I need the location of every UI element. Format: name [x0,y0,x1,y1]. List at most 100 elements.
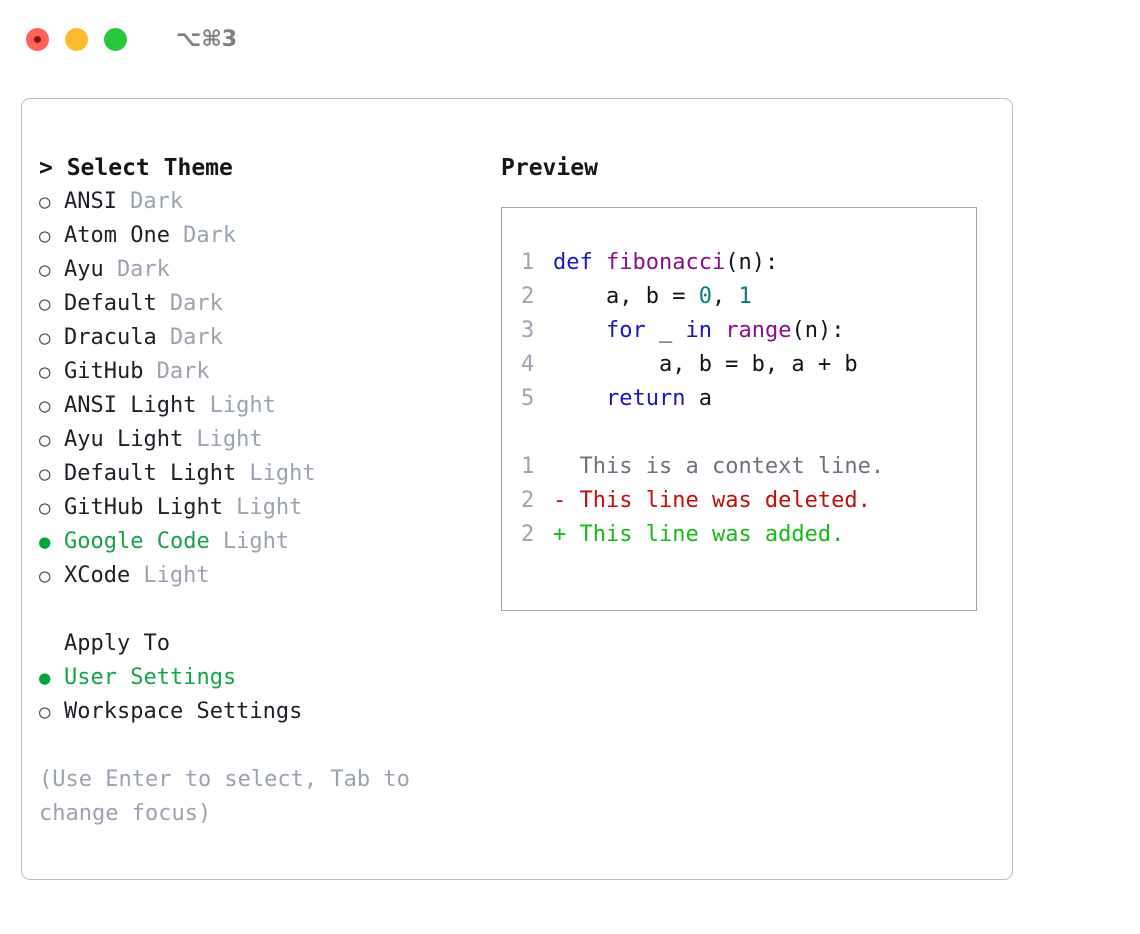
theme-option-label: Google Code [64,529,210,554]
code-diff-spacer [521,416,884,450]
diff-marker: - [553,488,580,513]
minimize-window-button[interactable] [65,27,88,51]
code-token-kw: return [553,386,699,411]
line-number: 2 [521,488,535,513]
radio-unselected-icon: ○ [39,565,51,587]
line-number: 2 [521,284,535,309]
radio-unselected-icon: ○ [39,361,51,383]
code-line: 4 a, b = b, a + b [521,348,884,382]
maximize-window-button[interactable] [104,27,127,51]
code-token-fn: range [725,318,792,343]
theme-option-xcode[interactable]: ○ XCode Light [39,559,479,593]
diff-marker [553,450,580,484]
radio-unselected-icon: ○ [39,701,51,723]
diff-line-added: 2 + This line was added. [521,518,884,552]
diff-line-text: This is a context line. [579,454,885,479]
radio-unselected-icon: ○ [39,497,51,519]
theme-variant-tag: Light [143,563,210,588]
theme-variant-tag: Light [196,427,263,452]
line-number: 1 [521,250,535,275]
theme-option-ayu[interactable]: ○ Ayu Dark [39,253,479,287]
line-number: 5 [521,386,535,411]
radio-unselected-icon: ○ [39,463,51,485]
theme-option-default-light[interactable]: ○ Default Light Light [39,457,479,491]
theme-variant-tag: Dark [116,257,170,282]
theme-option-ansi-light[interactable]: ○ ANSI Light Light [39,389,479,423]
diff-line-text: This line was deleted. [579,488,871,513]
code-token-punc: (n): [725,250,779,275]
theme-variant-tag: Dark [183,223,237,248]
theme-option-dracula[interactable]: ○ Dracula Dark [39,321,479,355]
keyboard-shortcut-label: ⌥⌘3 [176,26,238,52]
radio-unselected-icon: ○ [39,259,51,281]
code-line: 5 return a [521,382,884,416]
traffic-light-group [26,27,127,51]
theme-option-label: ANSI [64,189,117,214]
theme-variant-tag: Light [222,529,290,554]
diff-line-context: 1 This is a context line. [521,450,884,484]
code-line-text: return a [553,382,712,416]
apply-to-option-workspace-settings[interactable]: ○ Workspace Settings [39,695,479,729]
radio-unselected-icon: ○ [39,225,51,247]
preview-heading: Preview [501,155,598,181]
radio-unselected-icon: ○ [39,327,51,349]
radio-unselected-icon: ○ [39,395,51,417]
code-token-punc: , [711,284,739,309]
apply-to-option-user-settings[interactable]: ● User Settings [39,661,479,695]
code-token-var: _ [658,318,686,343]
apply-to-section: Apply To ● User Settings ○ Workspace Settin… [39,627,479,729]
theme-option-label: Default Light [64,461,237,486]
theme-option-label: XCode [64,563,131,588]
apply-to-heading: Apply To [64,631,170,656]
theme-option-label: Ayu [64,257,104,282]
code-token-num: 0 [698,284,712,309]
code-token-kw: in [685,318,726,343]
title-bar: ⌥⌘3 [0,0,1140,78]
theme-option-label: Dracula [64,325,157,350]
theme-variant-tag: Light [249,461,316,486]
close-window-button[interactable] [26,27,49,51]
code-token-var: a, b = [553,284,699,309]
theme-variant-tag: Dark [156,359,210,384]
theme-variant-tag: Dark [130,189,184,214]
line-number: 2 [521,522,535,547]
theme-variant-tag: Light [209,393,276,418]
theme-option-atom-one[interactable]: ○ Atom One Dark [39,219,479,253]
theme-variant-tag: Dark [169,325,223,350]
diff-line-deleted: 2- This line was deleted. [521,484,884,518]
apply-to-option-label: Workspace Settings [64,699,303,724]
radio-unselected-icon: ○ [39,293,51,315]
theme-option-label: Ayu Light [64,427,184,452]
diff-marker: + [553,522,580,547]
theme-option-label: ANSI Light [64,393,197,418]
code-token-punc: (n): [791,318,845,343]
code-line-text: def fibonacci(n): [553,246,778,280]
radio-selected-icon: ● [39,667,51,689]
theme-option-label: Atom One [64,223,170,248]
code-token-var: a, b = b, a + b [553,352,858,377]
code-line: 2 a, b = 0, 1 [521,280,884,314]
code-token-num: 1 [738,284,752,309]
code-token-fn: fibonacci [605,250,726,275]
theme-option-label: GitHub [64,359,144,384]
apply-to-option-label: User Settings [64,665,237,690]
code-token-var: a [698,386,712,411]
code-line-text: for _ in range(n): [553,314,844,348]
apply-to-option-list[interactable]: ● User Settings ○ Workspace Settings [39,661,479,729]
code-token-kw: def [553,250,606,275]
diff-line-text: This line was added. [579,522,845,547]
theme-option-label: GitHub Light [64,495,223,520]
select-theme-heading: > Select Theme [39,155,233,181]
line-number: 1 [521,454,535,479]
theme-option-github[interactable]: ○ GitHub Dark [39,355,479,389]
